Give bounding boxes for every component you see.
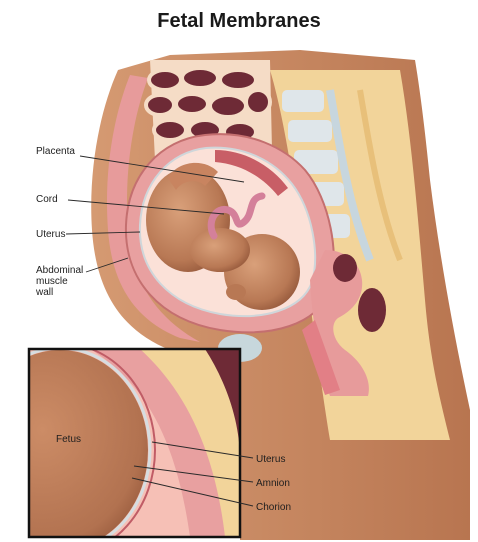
label-abdominal-line1: Abdominal xyxy=(36,265,84,276)
label-uterus: Uterus xyxy=(36,229,66,240)
placenta xyxy=(215,150,288,196)
leader-lines xyxy=(65,155,245,273)
inset-label-chorion: Chorion xyxy=(256,502,292,513)
intestine-loops xyxy=(144,66,272,144)
inset-border xyxy=(27,347,242,539)
label-abdominal-line2: muscle xyxy=(36,276,68,287)
vaginal-canal xyxy=(302,320,340,395)
inset-leader-lines xyxy=(131,441,254,507)
label-placenta: Placenta xyxy=(36,146,75,157)
inset-label-fetus: Fetus xyxy=(56,434,82,445)
umbilical-cord xyxy=(207,192,266,240)
inset-label-uterus: Uterus xyxy=(256,454,286,465)
label-cord: Cord xyxy=(36,194,58,205)
fetus-figure xyxy=(146,162,300,310)
label-abdominal-muscle-wall: Abdominal muscle wall xyxy=(36,265,83,298)
rectum-lower xyxy=(358,288,386,332)
label-abdominal-line3: wall xyxy=(36,287,54,298)
inset-label-amnion: Amnion xyxy=(256,478,290,489)
inset-panel xyxy=(29,349,240,537)
page-title: Fetal Membranes xyxy=(157,10,321,32)
abdominal-wall-band xyxy=(106,75,200,342)
rectum-loop xyxy=(333,254,357,282)
